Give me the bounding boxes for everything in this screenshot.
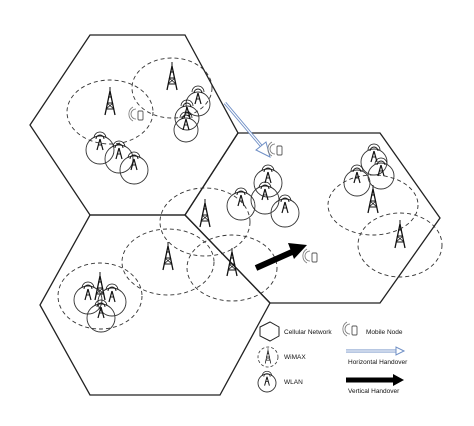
wlan-ap-icon <box>105 283 119 303</box>
wimax-coverage <box>357 212 443 278</box>
cellular-cell-top-left <box>29 34 239 216</box>
mobile-node-icon <box>267 141 283 157</box>
wlan-ap-icon <box>93 131 107 151</box>
wimax-tower-icon <box>394 219 406 249</box>
wlan-coverage <box>226 191 256 221</box>
vertical-handover-legend-icon <box>346 374 404 386</box>
mobile-node-legend-icon <box>342 321 358 337</box>
wimax-coverage <box>66 79 154 145</box>
wimax-tower-icon <box>162 241 174 271</box>
wlan-ap-icon <box>350 164 364 184</box>
legend-horizontal-handover-label: Horizontal Handover <box>348 359 408 366</box>
wlan-ap-icon <box>261 164 275 184</box>
legend-cellular-label: Cellular Network <box>284 329 332 336</box>
wlan-ap-icon <box>278 194 292 214</box>
wlan-legend-icon <box>257 370 277 393</box>
wimax-legend-icon <box>257 346 279 368</box>
wimax-coverage <box>159 187 251 257</box>
cellular-network-legend-icon <box>259 321 280 342</box>
wlan-coverage <box>97 287 127 317</box>
wimax-tower-icon <box>226 247 238 277</box>
wlan-ap-icon <box>112 140 126 160</box>
wlan-ap-icon <box>191 85 205 105</box>
wlan-ap-icon <box>94 299 108 319</box>
cellular-cell-right <box>184 132 441 304</box>
wlan-coverage <box>85 135 115 165</box>
legend: Cellular Network WiMAX WLAN Mobile Node … <box>257 321 408 395</box>
legend-mobile-node-label: Mobile Node <box>366 329 403 336</box>
wimax-coverage <box>131 57 213 119</box>
wlan-coverage <box>270 198 300 228</box>
legend-vertical-handover-label: Vertical Handover <box>348 388 400 395</box>
wlan-coverage <box>119 155 149 185</box>
wimax-tower-icon <box>367 184 379 214</box>
wimax-tower-icon <box>94 271 106 301</box>
wlan-ap-icon <box>367 143 381 163</box>
wlan-coverage <box>104 144 134 174</box>
wimax-tower-icon <box>104 86 116 116</box>
wlan-coverage <box>173 117 199 143</box>
wlan-ap-icon <box>81 281 95 301</box>
legend-wimax-label: WiMAX <box>284 354 306 361</box>
wlan-coverage <box>86 303 116 333</box>
wimax-coverage <box>327 174 419 236</box>
cellular-cell-bottom-left <box>39 214 271 396</box>
wlan-coverage <box>253 168 283 198</box>
mobile-node-icon <box>128 106 144 122</box>
horizontal-handover-arrow <box>223 102 271 158</box>
wimax-tower-icon <box>199 198 211 228</box>
wlan-ap-icon <box>234 187 248 207</box>
legend-wlan-label: WLAN <box>284 379 303 386</box>
horizontal-handover-legend-icon <box>346 346 406 356</box>
mobile-node-icon <box>302 248 318 264</box>
wlan-coverage <box>185 91 211 117</box>
wimax-coverage <box>57 262 143 330</box>
wlan-coverage <box>367 162 395 190</box>
wimax-tower-icon <box>166 61 178 91</box>
wimax-coverage <box>121 228 215 296</box>
vertical-handover-arrow <box>254 243 307 271</box>
wimax-coverage <box>186 234 278 302</box>
wlan-coverage <box>174 105 200 131</box>
